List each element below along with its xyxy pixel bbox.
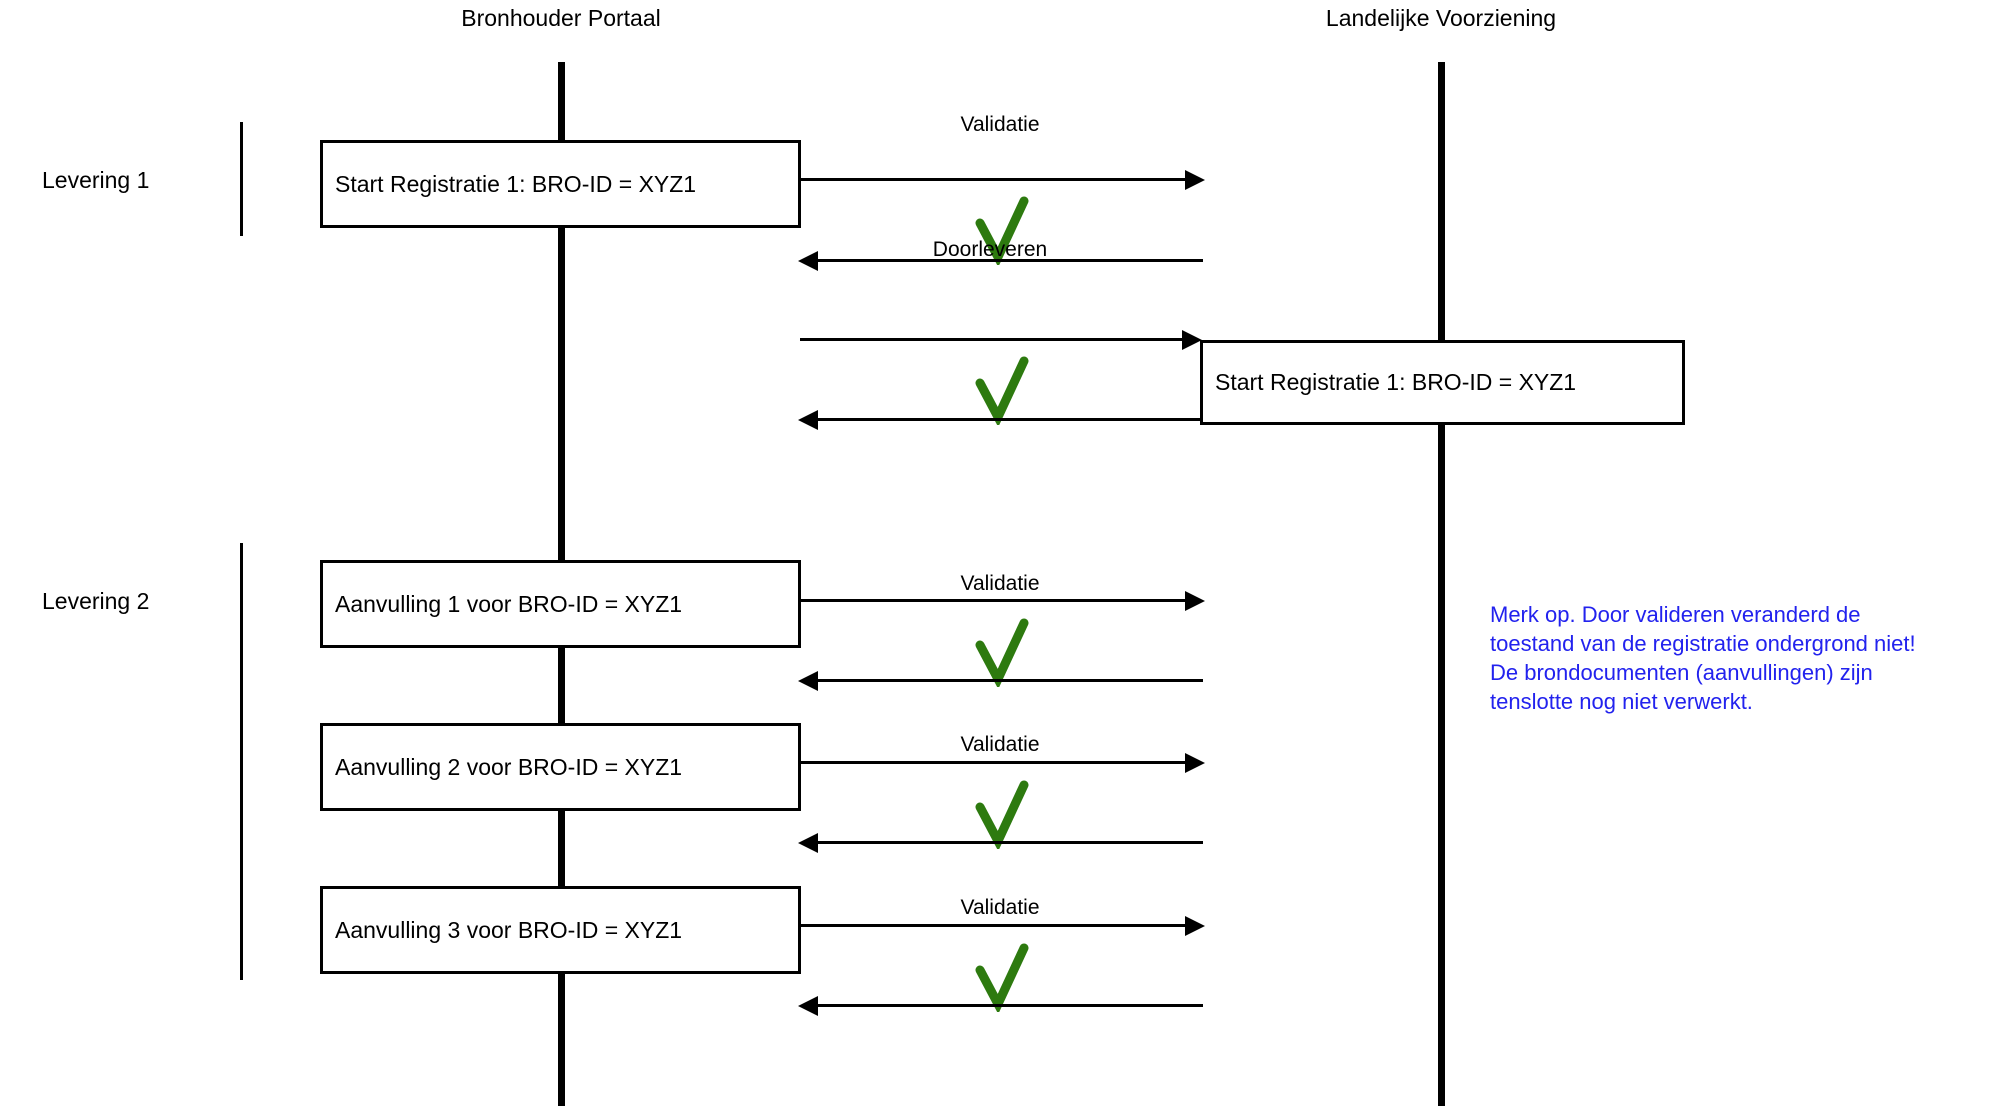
arrow-line-doorleveren-return [818,418,1202,421]
arrow-head-left-doorleveren-return [798,410,818,430]
arrow-head-right-doorleveren [1182,330,1202,350]
message-box-label: Aanvulling 3 voor BRO-ID = XYZ1 [335,916,683,943]
arrow-head-right-validatie-3 [1185,753,1205,773]
message-box-aanvulling-3[interactable]: Aanvulling 3 voor BRO-ID = XYZ1 [320,886,801,974]
arrow-line-validatie-3 [800,761,1185,764]
arrow-line-validatie-2 [800,599,1185,602]
arrow-head-left-validatie-1-return [798,251,818,271]
arrow-label-validatie-4: Validatie [960,896,1040,919]
message-box-start-registratie-landelijke[interactable]: Start Registratie 1: BRO-ID = XYZ1 [1200,340,1685,425]
arrow-line-validatie-4-return [818,1004,1203,1007]
lifeline-bronhouder-portaal-segment-4 [558,811,565,888]
arrow-head-right-validatie-4 [1185,916,1205,936]
message-box-label: Start Registratie 1: BRO-ID = XYZ1 [1215,369,1577,395]
arrow-line-validatie-1 [800,178,1185,181]
arrow-line-validatie-4 [800,924,1185,927]
message-box-start-registratie-bronhouder[interactable]: Start Registratie 1: BRO-ID = XYZ1 [320,140,801,228]
arrow-head-left-validatie-2-return [798,671,818,691]
check-icon-doorleveren [972,355,1032,428]
lifeline-bronhouder-portaal-segment-5 [558,974,565,1106]
arrow-line-doorleveren [800,338,1182,341]
lifeline-bronhouder-portaal-segment-3 [558,648,565,725]
lifeline-title-bronhouder-portaal: Bronhouder Portaal [461,5,661,31]
phase-label-levering-1: Levering 1 [42,167,150,193]
arrow-line-validatie-3-return [818,841,1203,844]
phase-bracket-levering-1 [240,122,243,236]
lifeline-bronhouder-portaal-segment-2 [558,228,565,562]
arrow-head-right-validatie-1 [1185,170,1205,190]
message-box-label: Aanvulling 1 voor BRO-ID = XYZ1 [335,590,683,617]
note-validatie-toestand: Merk op. Door valideren veranderd de toe… [1490,602,1916,715]
check-icon-validatie-1 [972,195,1032,268]
arrow-line-validatie-2-return [818,679,1203,682]
phase-bracket-levering-2 [240,543,243,980]
message-box-aanvulling-2[interactable]: Aanvulling 2 voor BRO-ID = XYZ1 [320,723,801,811]
arrow-head-right-validatie-2 [1185,591,1205,611]
lifeline-landelijke-voorziening-segment-2 [1438,425,1445,1106]
arrow-label-validatie-2: Validatie [960,572,1040,595]
check-icon-validatie-4 [972,942,1032,1015]
arrow-label-doorleveren: Doorleveren [932,238,1048,261]
arrow-head-left-validatie-4-return [798,996,818,1016]
check-icon-validatie-3 [972,779,1032,852]
message-box-label: Aanvulling 2 voor BRO-ID = XYZ1 [335,753,683,780]
arrow-head-left-validatie-3-return [798,833,818,853]
arrow-label-validatie-1: Validatie [960,113,1040,136]
message-box-aanvulling-1[interactable]: Aanvulling 1 voor BRO-ID = XYZ1 [320,560,801,648]
arrow-label-validatie-3: Validatie [960,733,1040,756]
lifeline-bronhouder-portaal-segment-1 [558,62,565,142]
lifeline-landelijke-voorziening-segment-1 [1438,62,1445,340]
lifeline-title-landelijke-voorziening: Landelijke Voorziening [1325,5,1557,31]
phase-label-levering-2: Levering 2 [42,588,150,614]
message-box-label: Start Registratie 1: BRO-ID = XYZ1 [335,170,697,197]
arrow-line-validatie-1-return [818,259,1203,262]
check-icon-validatie-2 [972,617,1032,690]
